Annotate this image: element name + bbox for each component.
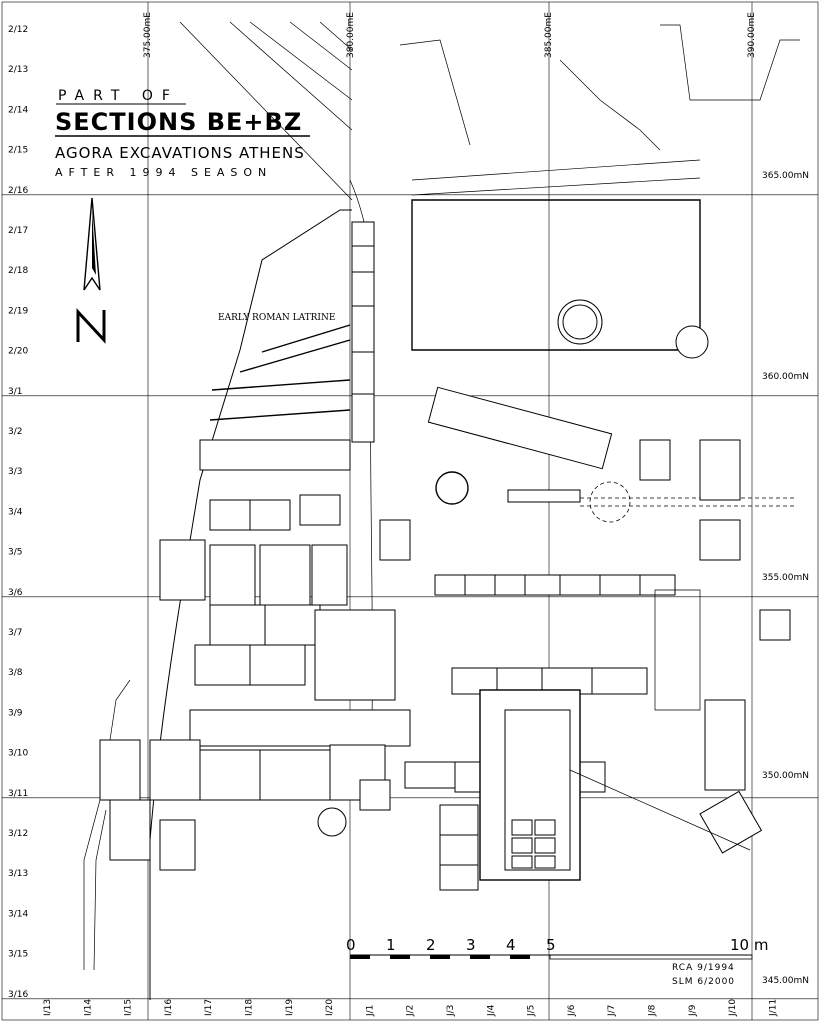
row-label: 2/17 <box>8 226 28 236</box>
column-label: I/14 <box>83 999 93 1016</box>
scale-bar: 0 1 2 3 4 5 10 m <box>346 936 768 960</box>
scale-tick-label: 3 <box>466 936 476 954</box>
title-sections: SECTIONS BE+BZ <box>55 108 302 136</box>
row-label: 2/12 <box>8 25 28 35</box>
title-agora: AGORA EXCAVATIONS ATHENS <box>55 144 305 162</box>
row-label: 3/3 <box>8 467 22 477</box>
title-season: AFTER 1994 SEASON <box>55 166 272 179</box>
upper-room <box>411 199 701 351</box>
easting-label: 380.00mE <box>346 12 356 58</box>
column-label: I/20 <box>325 999 335 1016</box>
scale-tick-label: 0 <box>346 936 356 954</box>
bottom-grid-labels: I/13 I/14 I/15 I/16 I/17 I/18 I/19 I/20 J/1 J/2 J/… <box>43 999 778 1017</box>
row-label: 3/15 <box>8 950 28 960</box>
column-label: J/4 <box>486 1004 496 1017</box>
row-label: 2/13 <box>8 65 28 75</box>
row-label: 3/9 <box>8 708 23 718</box>
row-label: 3/2 <box>8 427 22 437</box>
well-right <box>675 325 709 359</box>
row-label: 3/14 <box>8 909 28 919</box>
north-arrow-fill-icon <box>92 210 96 275</box>
latrine-walls <box>209 221 375 443</box>
lower-tank <box>439 689 581 891</box>
easting-label: 390.00mE <box>747 12 757 58</box>
column-label: I/19 <box>285 999 295 1016</box>
scale-tick-label: 2 <box>426 936 436 954</box>
northing-label: 345.00mN <box>762 976 809 986</box>
stone-row <box>427 386 676 596</box>
column-label: J/11 <box>768 999 778 1017</box>
northing-label: 360.00mN <box>762 372 809 382</box>
row-label: 3/5 <box>8 548 22 558</box>
east-walls <box>569 439 791 854</box>
ne-rubble <box>660 24 800 101</box>
row-label: 3/12 <box>8 829 28 839</box>
column-label: J/9 <box>688 1004 698 1017</box>
scale-tick-label: 5 <box>546 936 556 954</box>
column-label: I/17 <box>204 999 214 1016</box>
block-foundation <box>99 439 411 871</box>
west-drain-inner <box>93 809 107 971</box>
northing-label: 350.00mN <box>762 771 809 781</box>
row-label: 2/14 <box>8 105 28 115</box>
column-label: J/10 <box>728 999 738 1017</box>
latrine-label: EARLY ROMAN LATRINE <box>218 313 335 323</box>
row-label: 2/16 <box>8 186 28 196</box>
row-label: 3/6 <box>8 588 23 598</box>
column-label: I/13 <box>43 999 53 1016</box>
scale-end-label: 10 m <box>730 936 768 954</box>
row-label: 2/19 <box>8 306 28 316</box>
row-label: 3/4 <box>8 507 23 517</box>
left-grid-labels: 2/122/132/142/152/162/172/182/192/203/13… <box>8 25 28 1000</box>
column-label: J/7 <box>607 1005 617 1017</box>
dashed-line-east <box>580 497 795 507</box>
row-label: 3/1 <box>8 387 22 397</box>
scale-tick-label: 1 <box>386 936 396 954</box>
northing-label: 365.00mN <box>762 171 809 181</box>
northing-label: 355.00mN <box>762 573 809 583</box>
row-label: 2/20 <box>8 347 28 357</box>
row-label: 3/8 <box>8 668 23 678</box>
column-label: J/2 <box>406 1005 416 1017</box>
column-label: I/15 <box>124 999 134 1016</box>
column-label: J/3 <box>446 1005 456 1017</box>
trench-lines <box>179 21 353 201</box>
scale-tick-label: 4 <box>506 936 516 954</box>
northing-labels: 365.00mN 360.00mN 355.00mN 350.00mN 345.… <box>762 171 809 986</box>
well-lower <box>317 807 347 837</box>
upper-road <box>411 159 701 196</box>
column-label: J/6 <box>567 1004 577 1017</box>
column-label: I/18 <box>245 999 255 1016</box>
column-label: J/5 <box>527 1005 537 1017</box>
excavation-features <box>83 21 800 1000</box>
column-label: J/1 <box>365 1005 375 1017</box>
row-label: 3/7 <box>8 628 22 638</box>
row-label: 3/13 <box>8 869 28 879</box>
easting-label: 375.00mE <box>143 12 153 58</box>
well-middle <box>435 471 469 505</box>
row-label: 2/15 <box>8 146 28 156</box>
column-label: J/8 <box>648 1004 658 1017</box>
north-letter-icon <box>76 308 106 344</box>
easting-labels: 375.00mE 380.00mE 385.00mE 390.00mE <box>143 12 757 58</box>
easting-label: 385.00mE <box>544 12 554 58</box>
credit-line: RCA 9/1994 <box>672 963 735 973</box>
row-label: 3/11 <box>8 789 28 799</box>
title-part-of: PART OF <box>58 88 179 104</box>
row-label: 3/16 <box>8 990 28 1000</box>
credit-line: SLM 6/2000 <box>672 977 735 987</box>
north-arrow <box>76 197 106 344</box>
row-label: 2/18 <box>8 266 28 276</box>
column-label: I/16 <box>164 999 174 1016</box>
row-label: 3/10 <box>8 749 28 759</box>
title-block: PART OF SECTIONS BE+BZ AGORA EXCAVATIONS… <box>55 88 310 179</box>
